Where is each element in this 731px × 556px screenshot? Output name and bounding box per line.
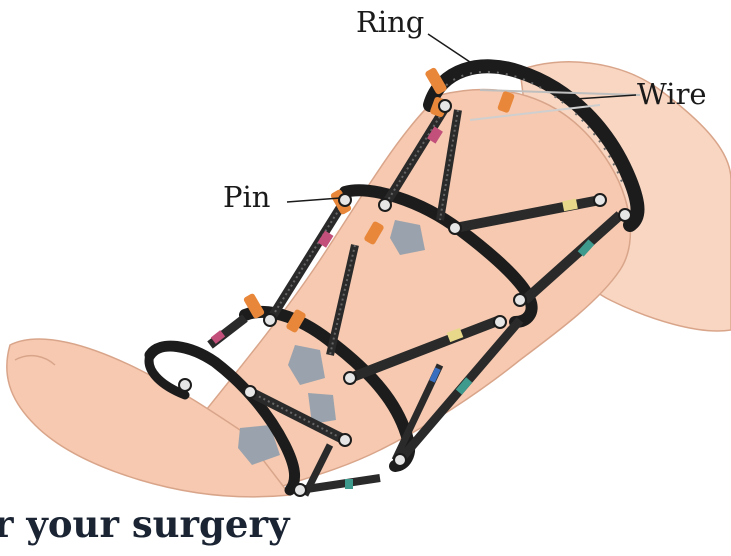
pin-label: Pin — [223, 183, 270, 212]
ring-label: Ring — [356, 8, 424, 37]
caption-heading: r your surgery — [0, 506, 289, 543]
wire-label: Wire — [637, 80, 707, 109]
strut-12 — [210, 318, 245, 345]
ring-leader-line — [428, 34, 470, 62]
pin-leader-line — [287, 198, 340, 202]
